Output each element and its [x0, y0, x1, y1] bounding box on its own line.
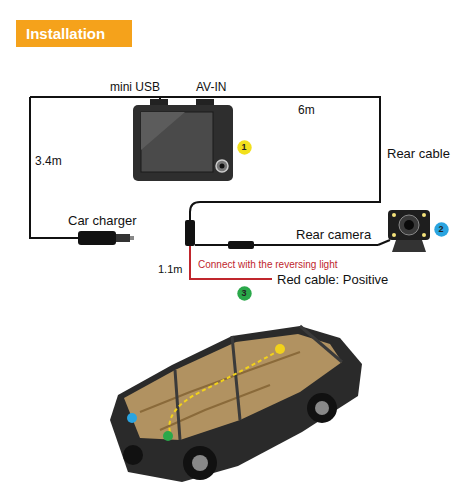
- callout-text: 1: [237, 140, 252, 155]
- monitor-screen: [141, 112, 213, 172]
- title-text: Installation: [26, 25, 105, 42]
- camera-wire: [378, 240, 390, 245]
- dimension-label: 6m: [298, 103, 315, 117]
- note-label: Connect with the reversing light: [198, 259, 338, 271]
- port-label: AV-IN: [196, 80, 226, 94]
- camera-wire: [195, 244, 228, 246]
- car-charger: [78, 231, 116, 245]
- note-label: Red cable: Positive: [277, 272, 388, 287]
- part-label: Car charger: [68, 213, 137, 228]
- dimension-label: 1.1m: [158, 263, 182, 276]
- monitor-lens: [220, 164, 225, 169]
- car-charger-tip: [130, 236, 134, 240]
- rear-cable-wire: [30, 97, 380, 222]
- dimension-label: 3.4m: [35, 154, 62, 168]
- callout-digit: 3: [241, 288, 246, 298]
- callout-text: 2: [434, 222, 449, 237]
- car-illustration: [110, 326, 362, 482]
- screen-glare: [141, 112, 185, 150]
- camera-lens: [404, 220, 414, 230]
- title-banner: [16, 20, 132, 47]
- car-charger: [116, 234, 130, 242]
- callout-text: 3: [237, 286, 252, 301]
- camera-lens: [399, 215, 419, 235]
- camera-wire: [254, 244, 378, 246]
- part-label: Rear camera: [296, 227, 371, 242]
- callout-number: 3: [237, 286, 252, 301]
- splitter: [185, 220, 195, 246]
- monitor-lens: [216, 160, 228, 172]
- camera-mount: [392, 240, 426, 252]
- rear-camera: [388, 210, 430, 240]
- port-label: mini USB: [110, 80, 160, 94]
- part-label: Rear cable: [387, 146, 450, 161]
- monitor-body: [133, 105, 233, 181]
- cable-plug: [228, 241, 254, 249]
- callout-digit: 2: [438, 224, 443, 234]
- callout-digit: 1: [241, 142, 246, 152]
- callout-number: 1: [237, 140, 252, 155]
- callout-number: 2: [434, 222, 449, 237]
